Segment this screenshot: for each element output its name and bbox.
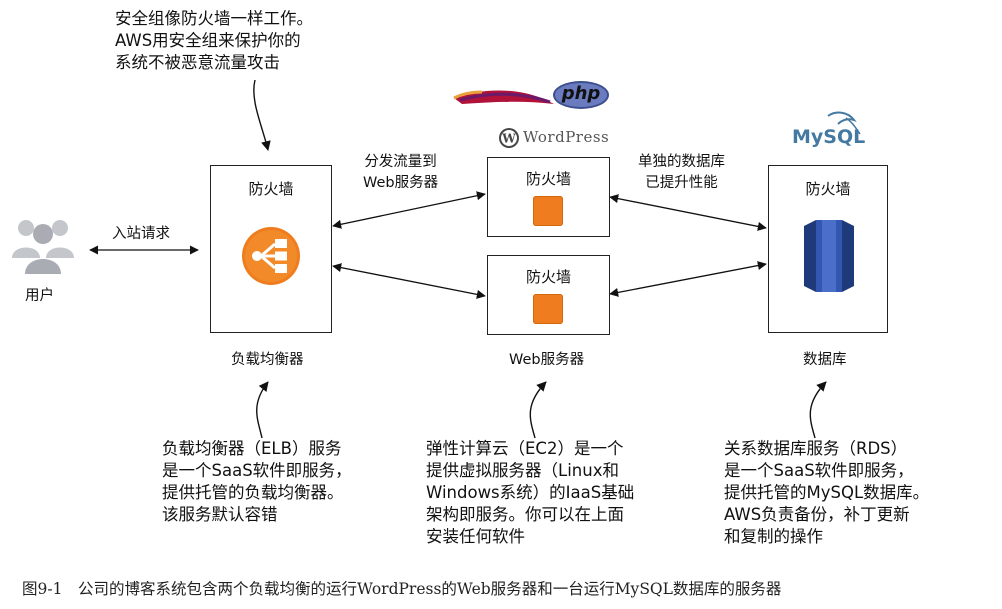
inbound-label: 入站请求 xyxy=(112,226,170,242)
callout-line: 是一个SaaS软件即服务， xyxy=(724,461,914,480)
callout-line: 提供托管的MySQL数据库。 xyxy=(724,483,930,502)
arrow-web2-db xyxy=(609,261,767,297)
mysql-logo: MySQL xyxy=(790,110,870,150)
callout-line: 和复制的操作 xyxy=(724,527,823,546)
callout-line: 安全组像防火墙一样工作。 xyxy=(115,9,313,28)
callout-line: 该服务默认容错 xyxy=(162,505,278,524)
web-server-2-box: 防火墙 xyxy=(487,255,610,335)
distribute-label-line: Web服务器 xyxy=(363,175,439,191)
callout-line: AWS用安全组来保护你的 xyxy=(115,31,301,50)
user-label: 用户 xyxy=(25,288,54,304)
wordpress-logo: W WordPress xyxy=(498,126,618,150)
arrow-lb-web2 xyxy=(332,263,486,299)
firewall-label: 防火墙 xyxy=(525,268,571,286)
callout-line: 负载均衡器（ELB）服务 xyxy=(162,439,342,458)
ec2-callout: 弹性计算云（EC2）是一个 提供虚拟服务器（Linux和 Windows系统）的… xyxy=(426,438,634,548)
rds-callout: 关系数据库服务（RDS） 是一个SaaS软件即服务， 提供托管的MySQL数据库… xyxy=(724,438,929,548)
svg-text:W: W xyxy=(501,132,516,146)
arrow-web1-db xyxy=(609,194,767,231)
database-label: 数据库 xyxy=(803,352,847,368)
callout-line: 安装任何软件 xyxy=(426,527,525,546)
database-firewall-box: 防火墙 xyxy=(768,165,888,333)
mysql-logo-text: MySQL xyxy=(792,126,866,148)
callout-arrow-elb xyxy=(256,381,269,439)
elb-icon xyxy=(241,226,301,286)
firewall-label: 防火墙 xyxy=(248,180,294,198)
callout-arrow-rds xyxy=(809,381,827,439)
firewall-label: 防火墙 xyxy=(525,170,571,188)
callout-line: 提供虚拟服务器（Linux和 xyxy=(426,461,619,480)
elb-callout: 负载均衡器（ELB）服务 是一个SaaS软件即服务， 提供托管的负载均衡器。 该… xyxy=(162,438,352,526)
security-group-callout: 安全组像防火墙一样工作。 AWS用安全组来保护你的 系统不被恶意流量攻击 xyxy=(115,8,313,74)
firewall-label: 防火墙 xyxy=(805,180,851,198)
callout-line: 是一个SaaS软件即服务， xyxy=(162,461,352,480)
users-icon xyxy=(8,212,78,276)
single-db-label-line: 单独的数据库 xyxy=(638,154,725,170)
callout-line: AWS负责备份，补丁更新 xyxy=(724,505,910,524)
distribute-label: 分发流量到 Web服务器 xyxy=(363,152,438,194)
callout-arrow-ec2 xyxy=(529,381,547,439)
callout-line: Windows系统）的IaaS基础 xyxy=(426,483,635,502)
callout-arrow-security-group xyxy=(253,79,271,151)
callout-line: 提供托管的负载均衡器。 xyxy=(162,483,344,502)
rds-icon xyxy=(802,218,856,294)
web-server-1-box: 防火墙 xyxy=(487,157,610,237)
web-server-label: Web服务器 xyxy=(509,352,585,368)
load-balancer-label: 负载均衡器 xyxy=(231,352,304,368)
apache-feather-logo xyxy=(452,80,557,115)
single-db-label: 单独的数据库 已提升性能 xyxy=(638,152,725,194)
callout-line: 弹性计算云（EC2）是一个 xyxy=(426,439,624,458)
figure-caption: 图9-1 公司的博客系统包含两个负载均衡的运行WordPress的Web服务器和… xyxy=(22,580,782,598)
arrow-lb-web1 xyxy=(332,191,486,229)
callout-line: 关系数据库服务（RDS） xyxy=(724,439,908,458)
php-logo: php xyxy=(552,80,610,110)
callout-line: 系统不被恶意流量攻击 xyxy=(115,53,280,72)
ec2-instance-icon xyxy=(533,196,563,226)
distribute-label-line: 分发流量到 xyxy=(364,154,437,170)
load-balancer-firewall-box: 防火墙 xyxy=(210,165,332,333)
php-logo-text: php xyxy=(561,83,601,104)
callout-line: 架构即服务。你可以在上面 xyxy=(426,505,624,524)
ec2-instance-icon xyxy=(533,294,563,324)
single-db-label-line: 已提升性能 xyxy=(645,175,718,191)
wordpress-logo-text: WordPress xyxy=(523,128,610,146)
